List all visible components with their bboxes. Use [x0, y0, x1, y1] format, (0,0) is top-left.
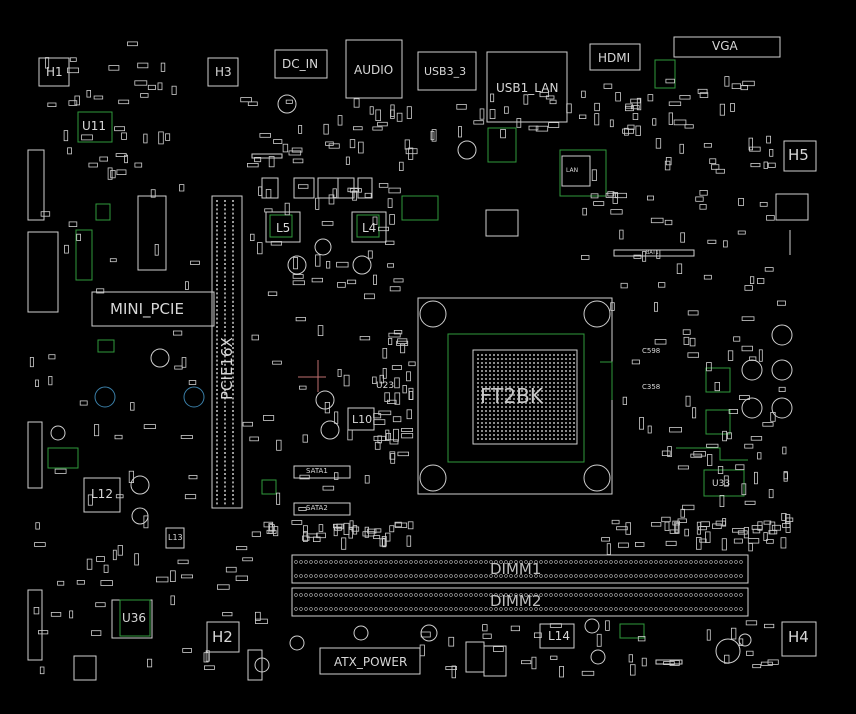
label-vga: VGA [712, 39, 738, 53]
vga-connector [673, 36, 781, 58]
label-bat: BAT1 [646, 250, 659, 256]
mount-hole-h5 [783, 140, 817, 172]
audio-connector [345, 39, 403, 99]
usb3-connector [417, 51, 477, 91]
label-dc-in: DC_IN [282, 57, 319, 71]
mount-hole-h3 [207, 57, 239, 87]
label-sata2: SATA2 [306, 504, 328, 512]
atx-power-connector [319, 647, 421, 675]
dimm2-slot [291, 587, 749, 617]
hdmi-connector [589, 43, 641, 71]
label-l14: L14 [548, 629, 570, 643]
label-l13: L13 [168, 533, 183, 542]
label-usb3: USB3_3 [424, 65, 467, 78]
label-h2: H2 [212, 628, 233, 646]
label-hdmi: HDMI [598, 51, 631, 65]
label-u23: U23 [376, 381, 395, 391]
label-l5: L5 [276, 221, 291, 235]
mount-hole-h2 [206, 621, 240, 653]
label-h3: H3 [215, 65, 232, 79]
usb-lan-connector [486, 51, 568, 123]
label-h4: H4 [788, 628, 809, 646]
label-cpu: FT2BK [480, 384, 543, 408]
label-l12: L12 [91, 487, 113, 501]
crosshair-cursor [298, 360, 326, 392]
label-h5: H5 [788, 146, 809, 164]
dc-in-connector [274, 49, 328, 79]
label-u36: U36 [122, 611, 147, 625]
label-mini-pcie: MINI_PCIE [110, 300, 184, 318]
mount-hole-h4 [781, 621, 817, 657]
label-l10: L10 [352, 413, 373, 426]
label-c358: C358 [642, 383, 661, 391]
label-dimm2: DIMM2 [490, 592, 542, 610]
label-lan: LAN [566, 167, 579, 174]
pcie-x16-slot [211, 195, 243, 509]
dimm1-slot [291, 554, 749, 584]
label-usb-lan: USB1_LAN [496, 81, 559, 95]
label-pcie-x16: PCIE16X [218, 337, 236, 400]
label-sata1: SATA1 [306, 467, 328, 475]
label-h1: H1 [46, 65, 63, 79]
mount-hole-h1 [38, 57, 70, 87]
label-u33: U33 [712, 479, 731, 489]
label-atx-power: ATX_POWER [334, 655, 408, 669]
label-l4: L4 [362, 221, 377, 235]
label-audio: AUDIO [354, 63, 394, 77]
label-u11: U11 [82, 119, 107, 133]
mini-pcie-slot [91, 291, 215, 327]
label-c598: C598 [642, 347, 661, 355]
label-dimm1: DIMM1 [490, 560, 542, 578]
